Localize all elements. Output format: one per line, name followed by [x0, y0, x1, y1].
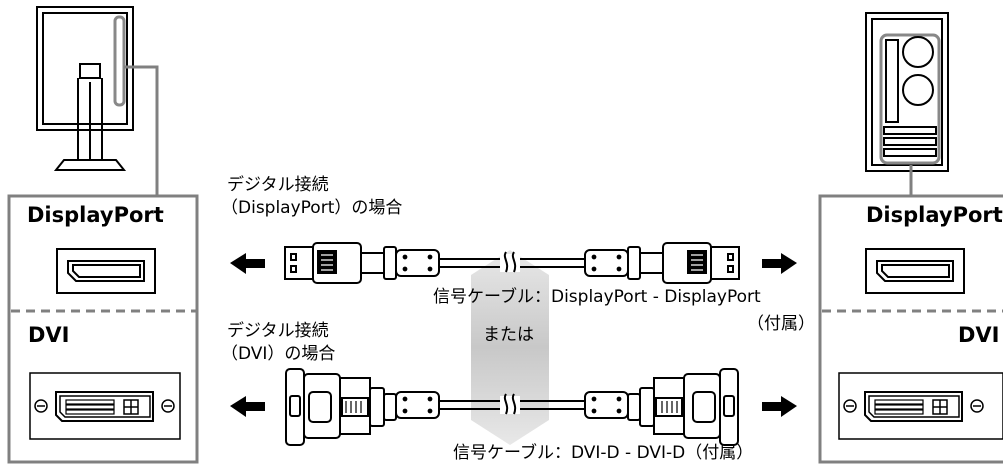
left-connector-line: [124, 65, 159, 196]
dp-connection-title: デジタル接続: [227, 175, 329, 195]
arrow-right-dp-icon: [762, 253, 797, 274]
dp-cable-included-label: （付属）: [747, 314, 815, 334]
right-dvi-port-icon: [838, 372, 1003, 440]
dvi-connection-title: デジタル接続: [227, 321, 329, 341]
dp-cable-label: 信号ケーブル：DisplayPort - DisplayPort: [433, 287, 761, 307]
left-dvi-label: DVI: [28, 323, 70, 347]
right-displayport-port-icon: [865, 248, 965, 294]
dp-connection-subtitle: （DisplayPort）の場合: [221, 198, 403, 218]
right-dvi-label: DVI: [958, 323, 1000, 347]
left-displayport-port-icon: [56, 248, 156, 294]
displayport-cable-icon: [284, 242, 740, 284]
dvi-cable-label: 信号ケーブル：DVI-D - DVI-D（付属）: [453, 443, 754, 463]
pc-tower-icon: [865, 12, 949, 172]
right-displayport-label: DisplayPort: [866, 203, 1003, 227]
monitor-rear-icon: [36, 6, 134, 171]
arrow-right-dvi-icon: [762, 396, 797, 417]
dvi-cable-icon: [285, 368, 739, 446]
dvi-connection-subtitle: （DVI）の場合: [221, 344, 336, 364]
or-label: または: [483, 325, 534, 345]
left-displayport-label: DisplayPort: [27, 203, 164, 227]
arrow-left-dp-icon: [230, 253, 265, 274]
left-dvi-port-icon: [29, 372, 181, 440]
arrow-left-dvi-icon: [230, 396, 265, 417]
or-divider-band: [471, 250, 549, 445]
